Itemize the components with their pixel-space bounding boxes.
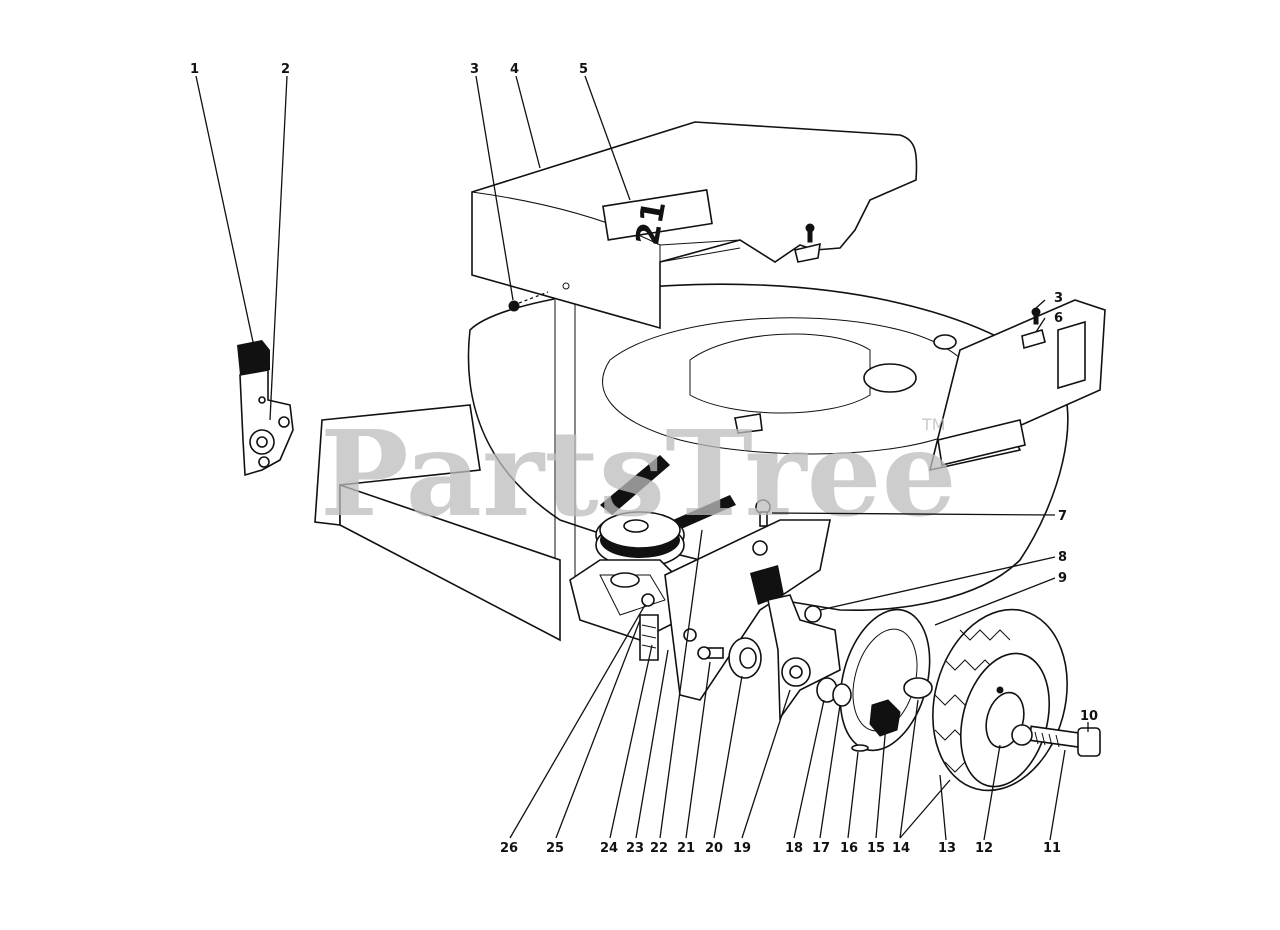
callout-9: 9 (1058, 571, 1067, 586)
callout-26: 26 (500, 841, 518, 856)
part-9-gear-plate (839, 608, 933, 752)
part-1-grip (237, 340, 270, 375)
decal-text: 21 (628, 198, 673, 248)
part-3-screw-left (508, 291, 549, 312)
part-3-6-clip (1021, 307, 1046, 350)
callout-3-right: 3 (1054, 291, 1063, 306)
callout-2: 2 (281, 62, 290, 77)
callout-20: 20 (705, 841, 723, 856)
callout-24: 24 (600, 841, 618, 856)
callout-19: 19 (733, 841, 751, 856)
callout-14: 14 (892, 841, 910, 856)
callout-6: 6 (1054, 311, 1063, 326)
left-handle-mount (314, 404, 561, 642)
part-21-screw (697, 646, 724, 660)
callout-25: 25 (546, 841, 564, 856)
callout-18: 18 (785, 841, 803, 856)
callout-21: 21 (677, 841, 695, 856)
part-16-pin (851, 744, 869, 752)
callout-11: 11 (1043, 841, 1061, 856)
callout-7: 7 (1058, 509, 1067, 524)
callout-15: 15 (867, 841, 885, 856)
part-11-axle-bolt (1011, 724, 1101, 757)
callout-10: 10 (1080, 709, 1098, 724)
drive-pulley (595, 455, 736, 568)
callout-23: 23 (626, 841, 644, 856)
watermark-trademark: TM (921, 415, 946, 434)
part-18-bushing (816, 677, 852, 707)
right-handle-mount (928, 299, 1106, 472)
part-20-bearing (728, 637, 762, 679)
leader-lines (195, 75, 1089, 841)
callout-1: 1 (190, 62, 199, 77)
callout-12: 12 (975, 841, 993, 856)
callout-17: 17 (812, 841, 830, 856)
part-2-bracket (239, 369, 294, 477)
callouts: 1 2 3 4 5 3 6 7 8 9 10 11 12 13 14 15 16… (190, 62, 1098, 856)
callout-3: 3 (470, 62, 479, 77)
callout-4: 4 (510, 62, 519, 77)
callout-22: 22 (650, 841, 668, 856)
engine-cover: 21 (471, 121, 918, 330)
callout-16: 16 (840, 841, 858, 856)
part-15-pinion (869, 699, 901, 737)
callout-5: 5 (579, 62, 588, 77)
part-7-bolt (755, 499, 771, 527)
callout-13: 13 (938, 841, 956, 856)
watermark-text: PartsTree (320, 404, 957, 543)
transmission-housing (569, 559, 681, 661)
callout-8: 8 (1058, 550, 1067, 565)
part-8-drive-bracket (750, 565, 841, 721)
